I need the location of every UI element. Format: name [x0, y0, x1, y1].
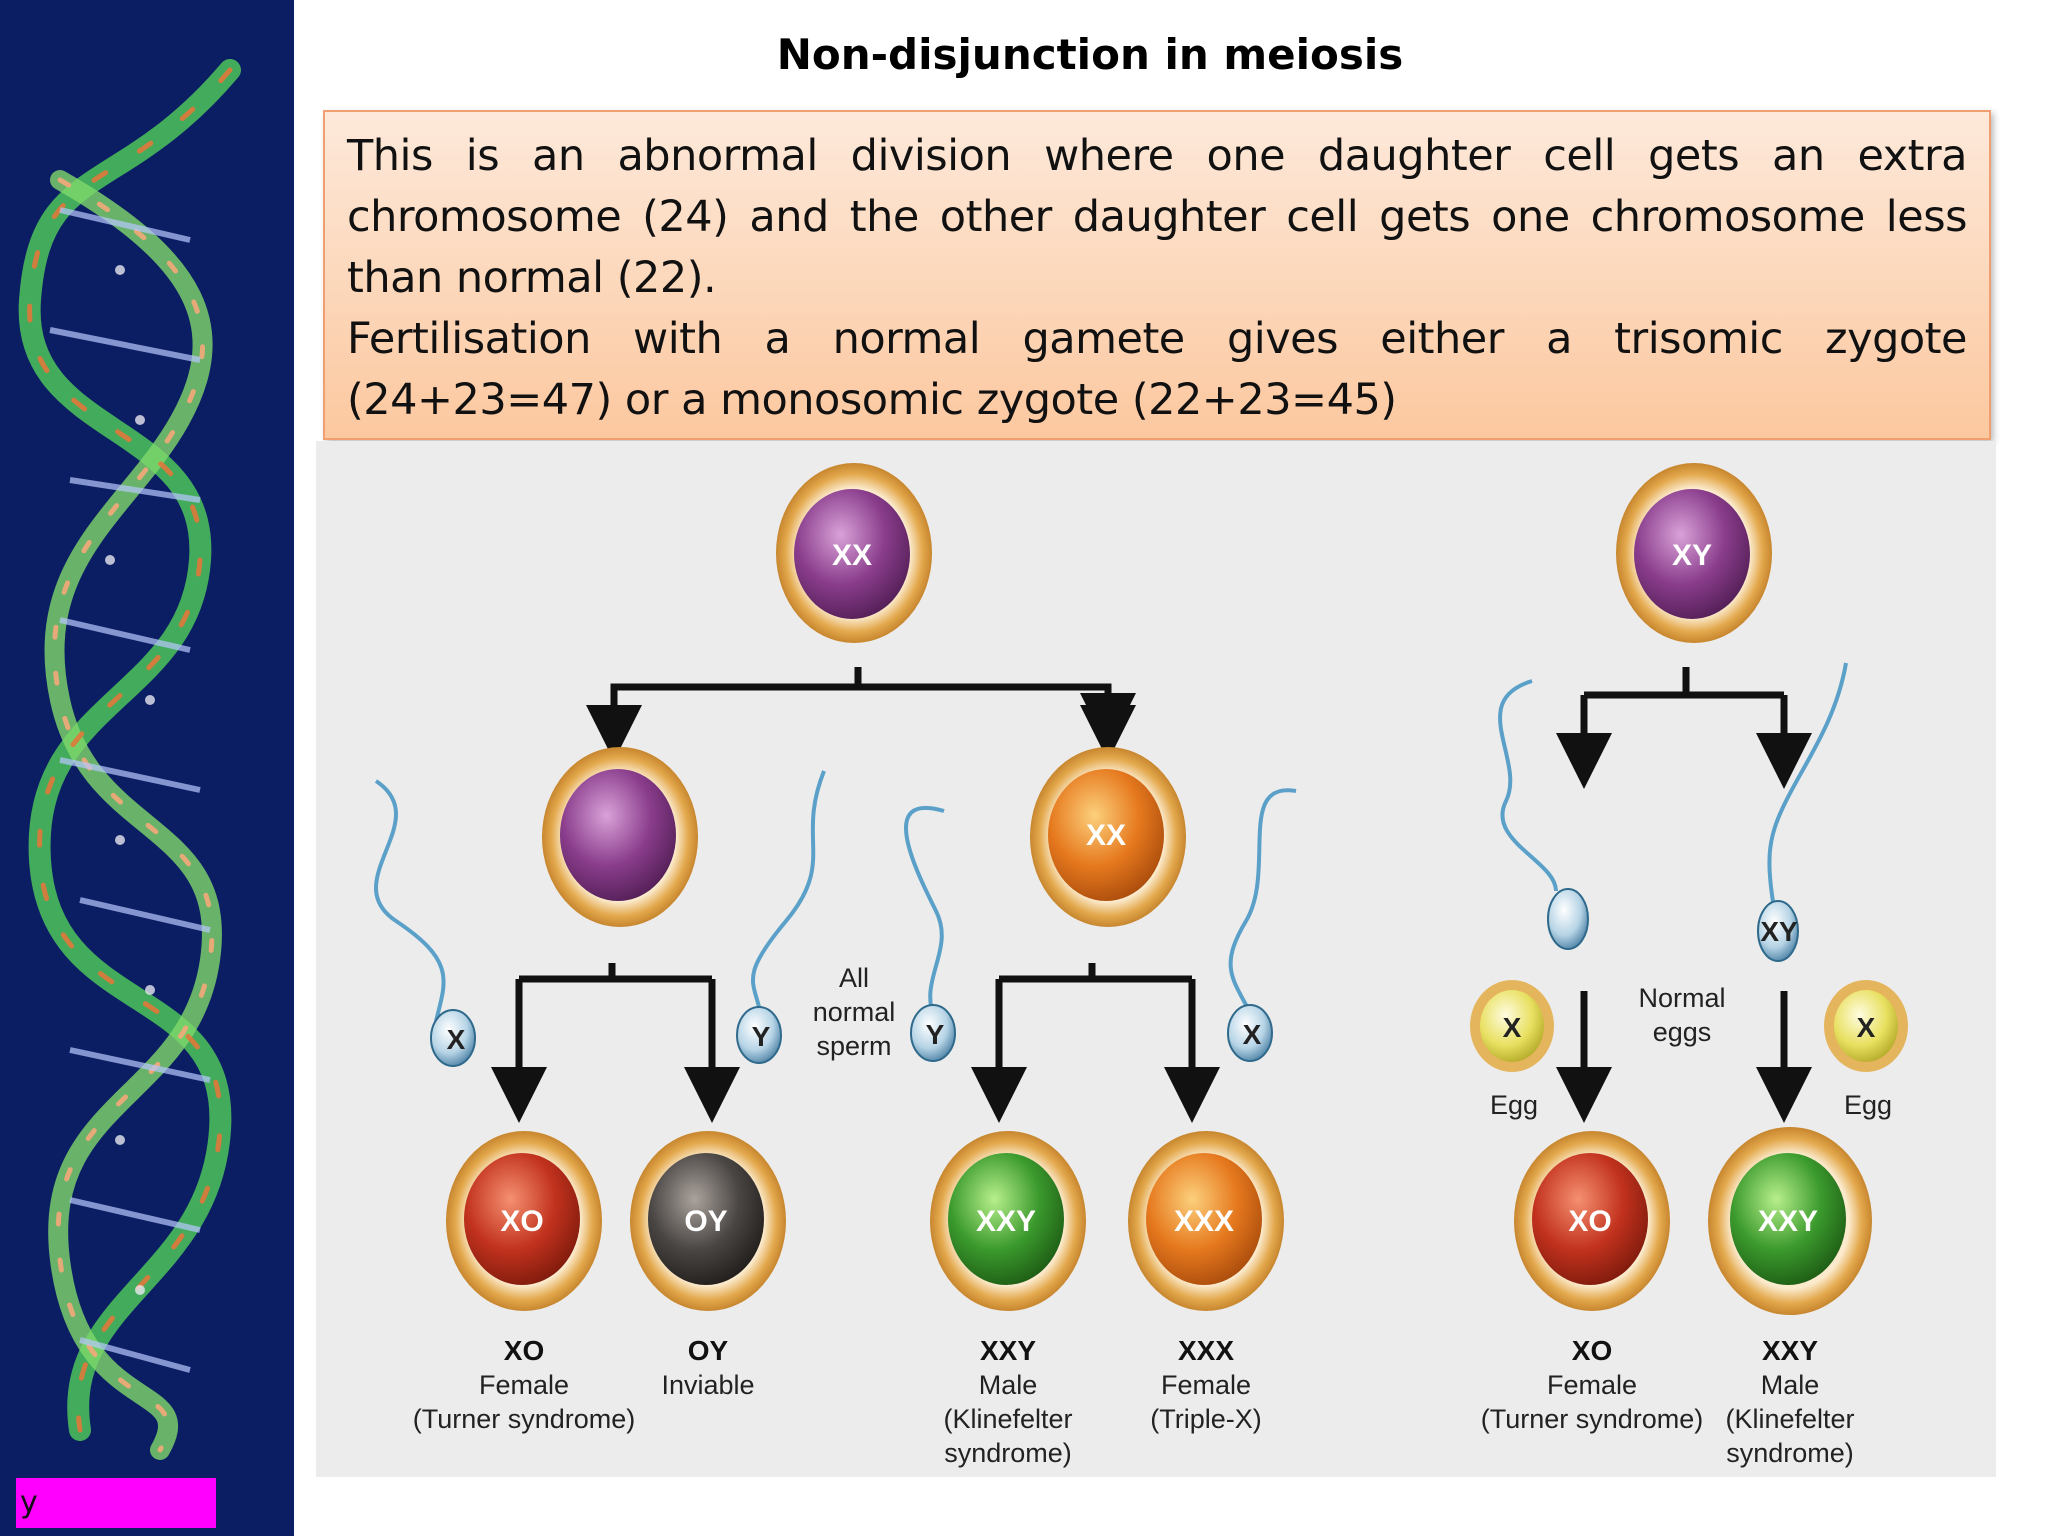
- zygote-caption: Male: [979, 1370, 1038, 1400]
- zygote-caption: syndrome): [944, 1438, 1072, 1468]
- all-normal-sperm-label: All normal sperm: [813, 963, 896, 1061]
- zygote-xo-left: XO XO Female (Turner syndrome): [413, 1131, 636, 1434]
- egg-caption: Egg: [1490, 1090, 1538, 1120]
- dna-helix-illustration: [18, 59, 241, 1460]
- daughter-cell-empty: [542, 747, 698, 927]
- zygote-caption: syndrome): [1726, 1438, 1854, 1468]
- zygote-caption: Female: [1547, 1370, 1637, 1400]
- zygote-caption: (Turner syndrome): [1481, 1404, 1704, 1434]
- zygote-xxy-left: XXY XXY Male (Klinefelter syndrome): [930, 1131, 1086, 1468]
- sperm-normal-egg: [1547, 888, 1589, 950]
- zygote-caption: (Triple-X): [1150, 1404, 1262, 1434]
- description-box: This is an abnormal division where one d…: [323, 110, 1991, 440]
- zygote-caption: Female: [1161, 1370, 1251, 1400]
- zygote-label: XXY: [976, 1205, 1036, 1238]
- sidebar: [0, 0, 294, 1536]
- sperm-label: Y: [752, 1021, 771, 1052]
- zygote-caption: Female: [479, 1370, 569, 1400]
- zygote-label: XXY: [1758, 1205, 1818, 1238]
- zygote-title: OY: [688, 1335, 729, 1366]
- description-paragraph-2: Fertilisation with a normal gamete gives…: [347, 314, 1968, 425]
- parent-cell-label: XY: [1672, 539, 1712, 572]
- zygote-caption: (Klinefelter: [943, 1404, 1072, 1434]
- zygote-label: XO: [1568, 1205, 1611, 1238]
- sperm-x-right: X: [1227, 1004, 1273, 1062]
- daughter-cell-label: XX: [1086, 819, 1126, 852]
- sperm-label: Y: [926, 1019, 945, 1050]
- zygote-label: XO: [500, 1205, 543, 1238]
- zygote-caption: (Turner syndrome): [413, 1404, 636, 1434]
- label-line: All: [839, 963, 869, 993]
- page-title: Non-disjunction in meiosis: [776, 30, 1404, 79]
- normal-eggs-label: Normal eggs: [1638, 983, 1725, 1047]
- zygote-title: XXX: [1178, 1335, 1234, 1366]
- parent-cell-label: XX: [832, 539, 872, 572]
- sperm-label: X: [1243, 1019, 1262, 1050]
- sperm-y-left: Y: [736, 1006, 782, 1064]
- sperm-xy: XY: [1757, 900, 1799, 962]
- zygote-caption: Male: [1761, 1370, 1820, 1400]
- egg-x-right: X Egg: [1824, 980, 1908, 1120]
- sperm-x-left: X: [430, 1009, 476, 1067]
- zygote-title: XO: [1572, 1335, 1612, 1366]
- daughter-cell-xx: XX: [1030, 747, 1186, 927]
- parent-cell-xy: XY: [1616, 463, 1772, 643]
- zygote-oy: OY OY Inviable: [630, 1131, 786, 1400]
- sperm-xy-label: XY: [1760, 916, 1798, 947]
- sperm-label: X: [447, 1024, 466, 1055]
- egg-label: X: [1503, 1012, 1522, 1043]
- sidebar-tag: y: [16, 1478, 216, 1528]
- zygote-xxx: XXX XXX Female (Triple-X): [1128, 1131, 1284, 1434]
- zygote-label: XXX: [1174, 1205, 1234, 1238]
- zygote-xo-right: XO XO Female (Turner syndrome): [1481, 1131, 1704, 1434]
- label-line: eggs: [1653, 1017, 1712, 1047]
- egg-caption: Egg: [1844, 1090, 1892, 1120]
- label-line: Normal: [1638, 983, 1725, 1013]
- zygote-caption: Inviable: [661, 1370, 754, 1400]
- label-line: normal: [813, 997, 896, 1027]
- zygote-title: XO: [504, 1335, 544, 1366]
- sperm-y-middle: Y: [910, 1004, 956, 1062]
- egg-x-left: X Egg: [1470, 980, 1554, 1120]
- nondisjunction-diagram: X Y Y X XY XX XY: [316, 441, 1996, 1477]
- egg-label: X: [1857, 1012, 1876, 1043]
- zygote-caption: (Klinefelter: [1725, 1404, 1854, 1434]
- zygote-xxy-right: XXY XXY Male (Klinefelter syndrome): [1708, 1127, 1872, 1468]
- label-line: sperm: [816, 1031, 891, 1061]
- parent-cell-xx: XX: [776, 463, 932, 643]
- zygote-title: XXY: [980, 1335, 1036, 1366]
- zygote-title: XXY: [1762, 1335, 1818, 1366]
- zygote-label: OY: [684, 1205, 727, 1238]
- description-paragraph-1: This is an abnormal division where one d…: [347, 131, 1968, 303]
